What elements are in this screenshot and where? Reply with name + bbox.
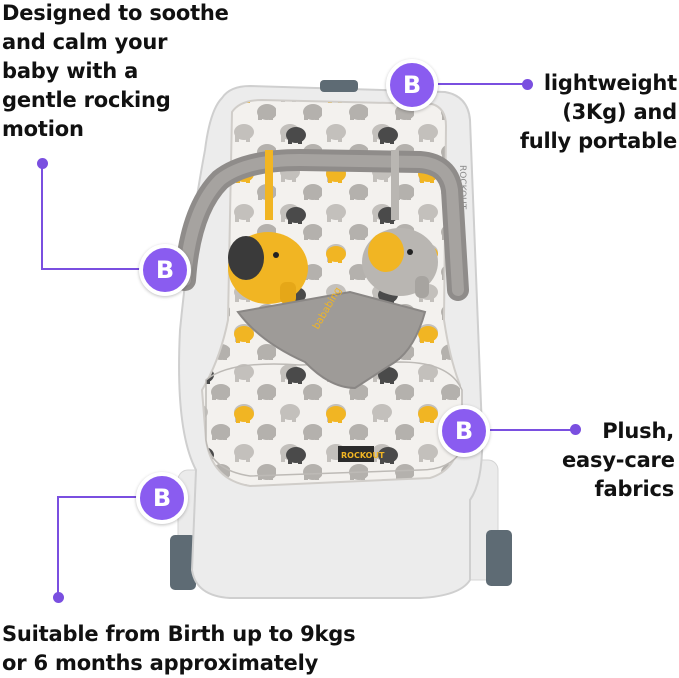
callout-line: easy-care <box>562 448 675 472</box>
feature-badge-weight: B <box>386 59 438 111</box>
connector-dot <box>522 79 533 90</box>
connector-dot <box>53 592 64 603</box>
callout-fabric: Plush, easy-care fabrics <box>562 417 675 504</box>
connector-dot <box>37 158 48 169</box>
connector-line <box>41 163 43 269</box>
feature-badge-fabric: B <box>438 405 490 457</box>
callout-line: or 6 months approximately <box>2 651 319 675</box>
callout-line: fabrics <box>594 477 675 501</box>
callout-line: motion <box>2 117 84 141</box>
harness-pad <box>236 290 427 390</box>
callout-line: lightweight <box>543 71 677 95</box>
callout-line: gentle rocking <box>2 88 171 112</box>
callout-weight: lightweight (3Kg) and fully portable <box>517 69 677 156</box>
yellow-elephant-toy <box>228 232 308 304</box>
connector-line <box>490 429 574 431</box>
callout-line: (3Kg) and <box>562 100 677 124</box>
connector-dot <box>570 424 581 435</box>
callout-line: fully portable <box>519 129 677 153</box>
callout-line: baby with a <box>2 59 139 83</box>
callout-motion: Designed to soothe and calm your baby wi… <box>2 0 229 144</box>
callout-line: Plush, <box>602 419 674 443</box>
callout-age: Suitable from Birth up to 9kgs or 6 mont… <box>2 620 356 678</box>
connector-line <box>41 268 141 270</box>
callout-line: and calm your <box>2 30 168 54</box>
callout-line: Suitable from Birth up to 9kgs <box>2 622 356 646</box>
feature-badge-age: B <box>136 472 188 524</box>
connector-line <box>438 83 528 85</box>
connector-line <box>57 496 59 596</box>
feature-badge-motion: B <box>139 244 191 296</box>
connector-line <box>58 496 138 498</box>
callout-line: Designed to soothe <box>2 1 229 25</box>
seat-brand: ROCKOUT <box>341 451 385 460</box>
grey-elephant-toy <box>362 228 438 298</box>
